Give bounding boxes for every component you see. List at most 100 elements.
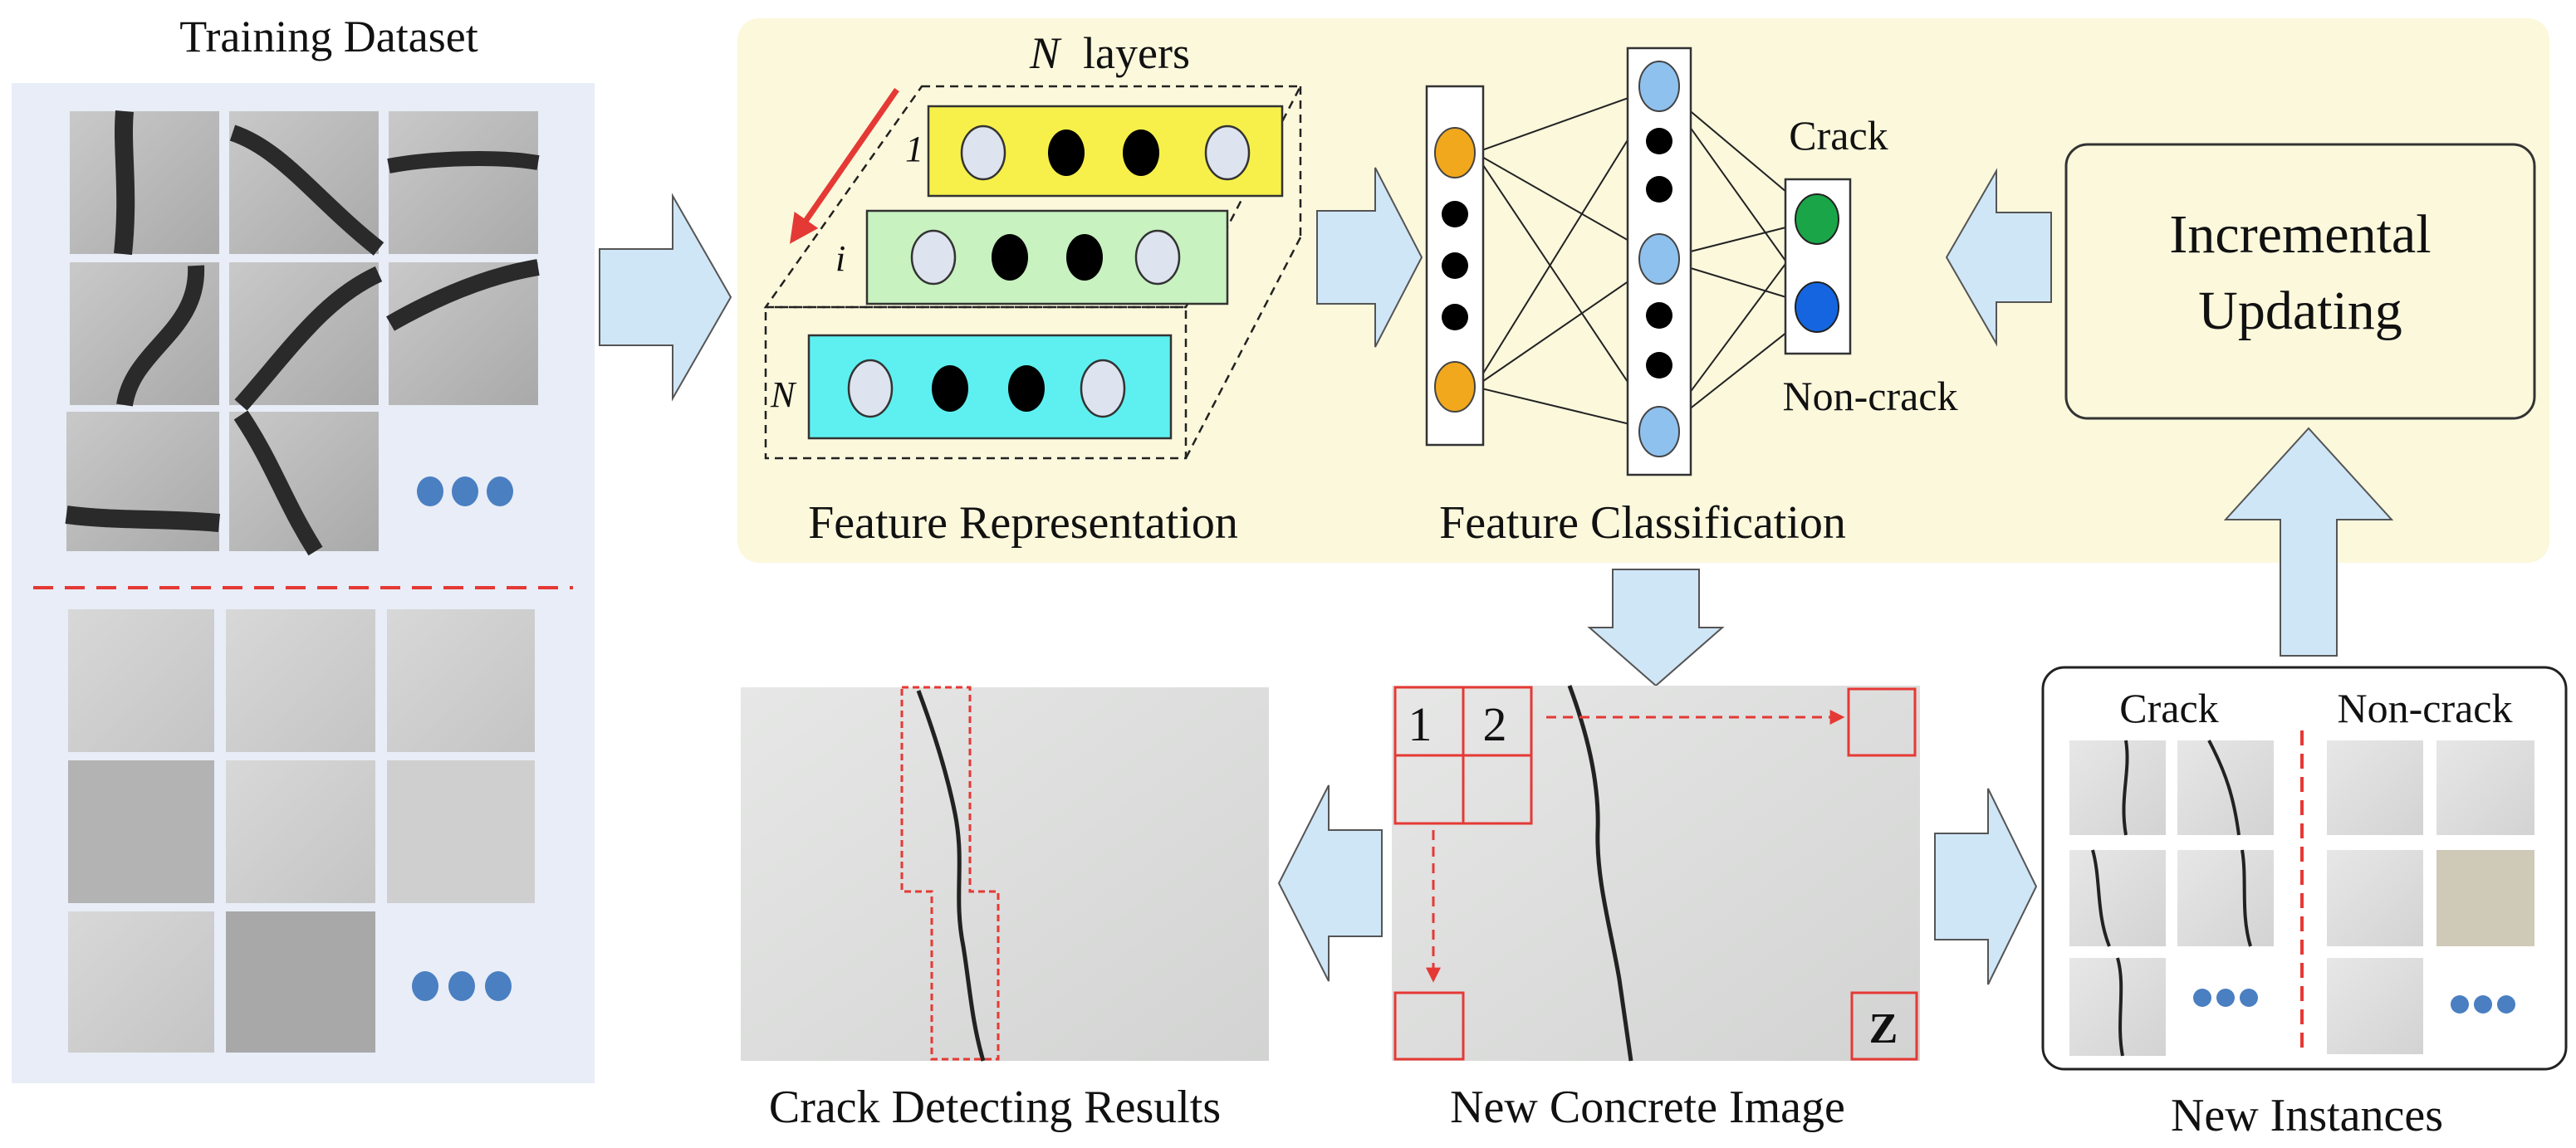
crack-instance [2069, 740, 2166, 835]
arrow-to-feature-classification [1316, 167, 1423, 348]
noncrack-sample [226, 760, 375, 903]
noncrack-sample [387, 760, 535, 903]
noncrack-sample [226, 609, 375, 752]
noncrack-instance [2436, 740, 2534, 835]
patch-label-z: Z [1869, 1005, 1898, 1053]
hidden-dot [1646, 302, 1672, 329]
concrete-crack [1567, 685, 1633, 1062]
noncrack-sample [226, 911, 375, 1053]
layer-label-i: i [835, 238, 845, 279]
arrow-to-feature-representation [599, 193, 732, 402]
arrow-to-new-instances [1934, 788, 2038, 985]
detected-crack-region [900, 686, 1000, 1061]
crack-instance [2177, 740, 2274, 835]
new-concrete-image-caption: New Concrete Image [1450, 1082, 1845, 1133]
patch-first-in-last-row [1393, 991, 1465, 1061]
output-node-noncrack [1795, 281, 1839, 333]
patch-z [1850, 991, 1918, 1061]
hidden-dot [1646, 352, 1672, 379]
crack-instance [2069, 850, 2166, 946]
layers-stack-outline [763, 85, 1303, 460]
crack-sample [389, 111, 538, 254]
hidden-node [1638, 233, 1680, 285]
crack-line [386, 259, 540, 331]
more-noncrack-instances-dots [2451, 995, 2515, 1014]
layer-i-node [1134, 229, 1181, 286]
input-node [1434, 361, 1476, 413]
patch-grid [1393, 686, 1533, 825]
crack-line [229, 125, 384, 256]
noncrack-instance [2327, 958, 2423, 1054]
new-instances-crack-header: Crack [2119, 685, 2218, 731]
crack-line [234, 266, 383, 411]
more-noncrack-samples-dots [412, 971, 512, 1001]
new-noncrack-instances [2327, 740, 2534, 1054]
hidden-dot [1442, 252, 1468, 279]
new-instances-noncrack-header: Non-crack [2338, 685, 2513, 731]
noncrack-instance [2327, 850, 2423, 946]
feature-representation-label: Feature Representation [808, 497, 1238, 549]
hidden-dot [1646, 128, 1672, 154]
incremental-label-line1: Incremental [2169, 204, 2431, 265]
new-crack-instances [2069, 740, 2274, 1057]
layer-i-node [1066, 234, 1103, 281]
incremental-label-line2: Updating [2198, 281, 2402, 341]
layer-i-node [992, 234, 1028, 281]
classifier-network [1425, 46, 1852, 476]
crack-output-label: Crack [1789, 112, 1888, 159]
layer-1-node [1204, 125, 1251, 181]
hidden-dot [1442, 304, 1468, 330]
new-instances-box [2041, 666, 2568, 1071]
new-instances-caption: New Instances [2171, 1090, 2443, 1141]
training-dataset-title: Training Dataset [179, 12, 477, 61]
noncrack-samples-grid [68, 609, 535, 1053]
layer-i-node [910, 229, 957, 286]
layer-n-node [1080, 359, 1126, 418]
crack-line [116, 265, 205, 407]
output-node-crack [1795, 193, 1839, 245]
crack-instance [2069, 958, 2166, 1056]
incremental-updating-box [2064, 143, 2536, 420]
crack-line [114, 110, 135, 256]
hidden-node [1638, 61, 1680, 112]
input-node [1434, 127, 1476, 178]
layer-n-node [847, 359, 894, 418]
noncrack-instance [2327, 740, 2423, 835]
crack-sample [70, 111, 219, 254]
layer-1-node [960, 125, 1006, 181]
crack-detecting-results-image [741, 687, 1269, 1061]
noncrack-sample [387, 609, 535, 752]
hidden-dot [1646, 176, 1672, 203]
noncrack-output-label: Non-crack [1783, 373, 1958, 419]
crack-instance [2177, 850, 2274, 946]
crack-line [65, 506, 221, 532]
noncrack-sample [68, 760, 214, 903]
layer-n-node [1008, 365, 1045, 412]
new-concrete-image [1392, 686, 1920, 1061]
patch-last-in-row [1847, 687, 1917, 757]
layer-label-n: N [770, 374, 797, 415]
crack-detecting-results-caption: Crack Detecting Results [769, 1082, 1221, 1133]
more-crack-samples-dots [417, 476, 513, 506]
feature-classification-label: Feature Classification [1439, 497, 1846, 549]
layer-1-node [1123, 129, 1159, 176]
hidden-node [1638, 406, 1680, 457]
layer-n-node [932, 365, 968, 412]
hidden-dot [1442, 201, 1468, 227]
crack-line [233, 410, 323, 556]
arrow-to-incremental-updating [2223, 427, 2394, 657]
patch-label-2: 2 [1483, 697, 1507, 751]
detected-crack [916, 690, 986, 1062]
crack-line [387, 151, 540, 173]
noncrack-sample [68, 911, 214, 1053]
arrow-to-results [1277, 784, 1383, 982]
crack-samples-grid [65, 110, 540, 556]
layer-label-1: 1 [905, 129, 923, 169]
noncrack-sample [68, 609, 214, 752]
more-crack-instances-dots [2193, 989, 2258, 1007]
arrow-update-classifier [1945, 168, 2052, 347]
arrow-to-concrete-image [1587, 569, 1725, 687]
layer-1-node [1048, 129, 1085, 176]
